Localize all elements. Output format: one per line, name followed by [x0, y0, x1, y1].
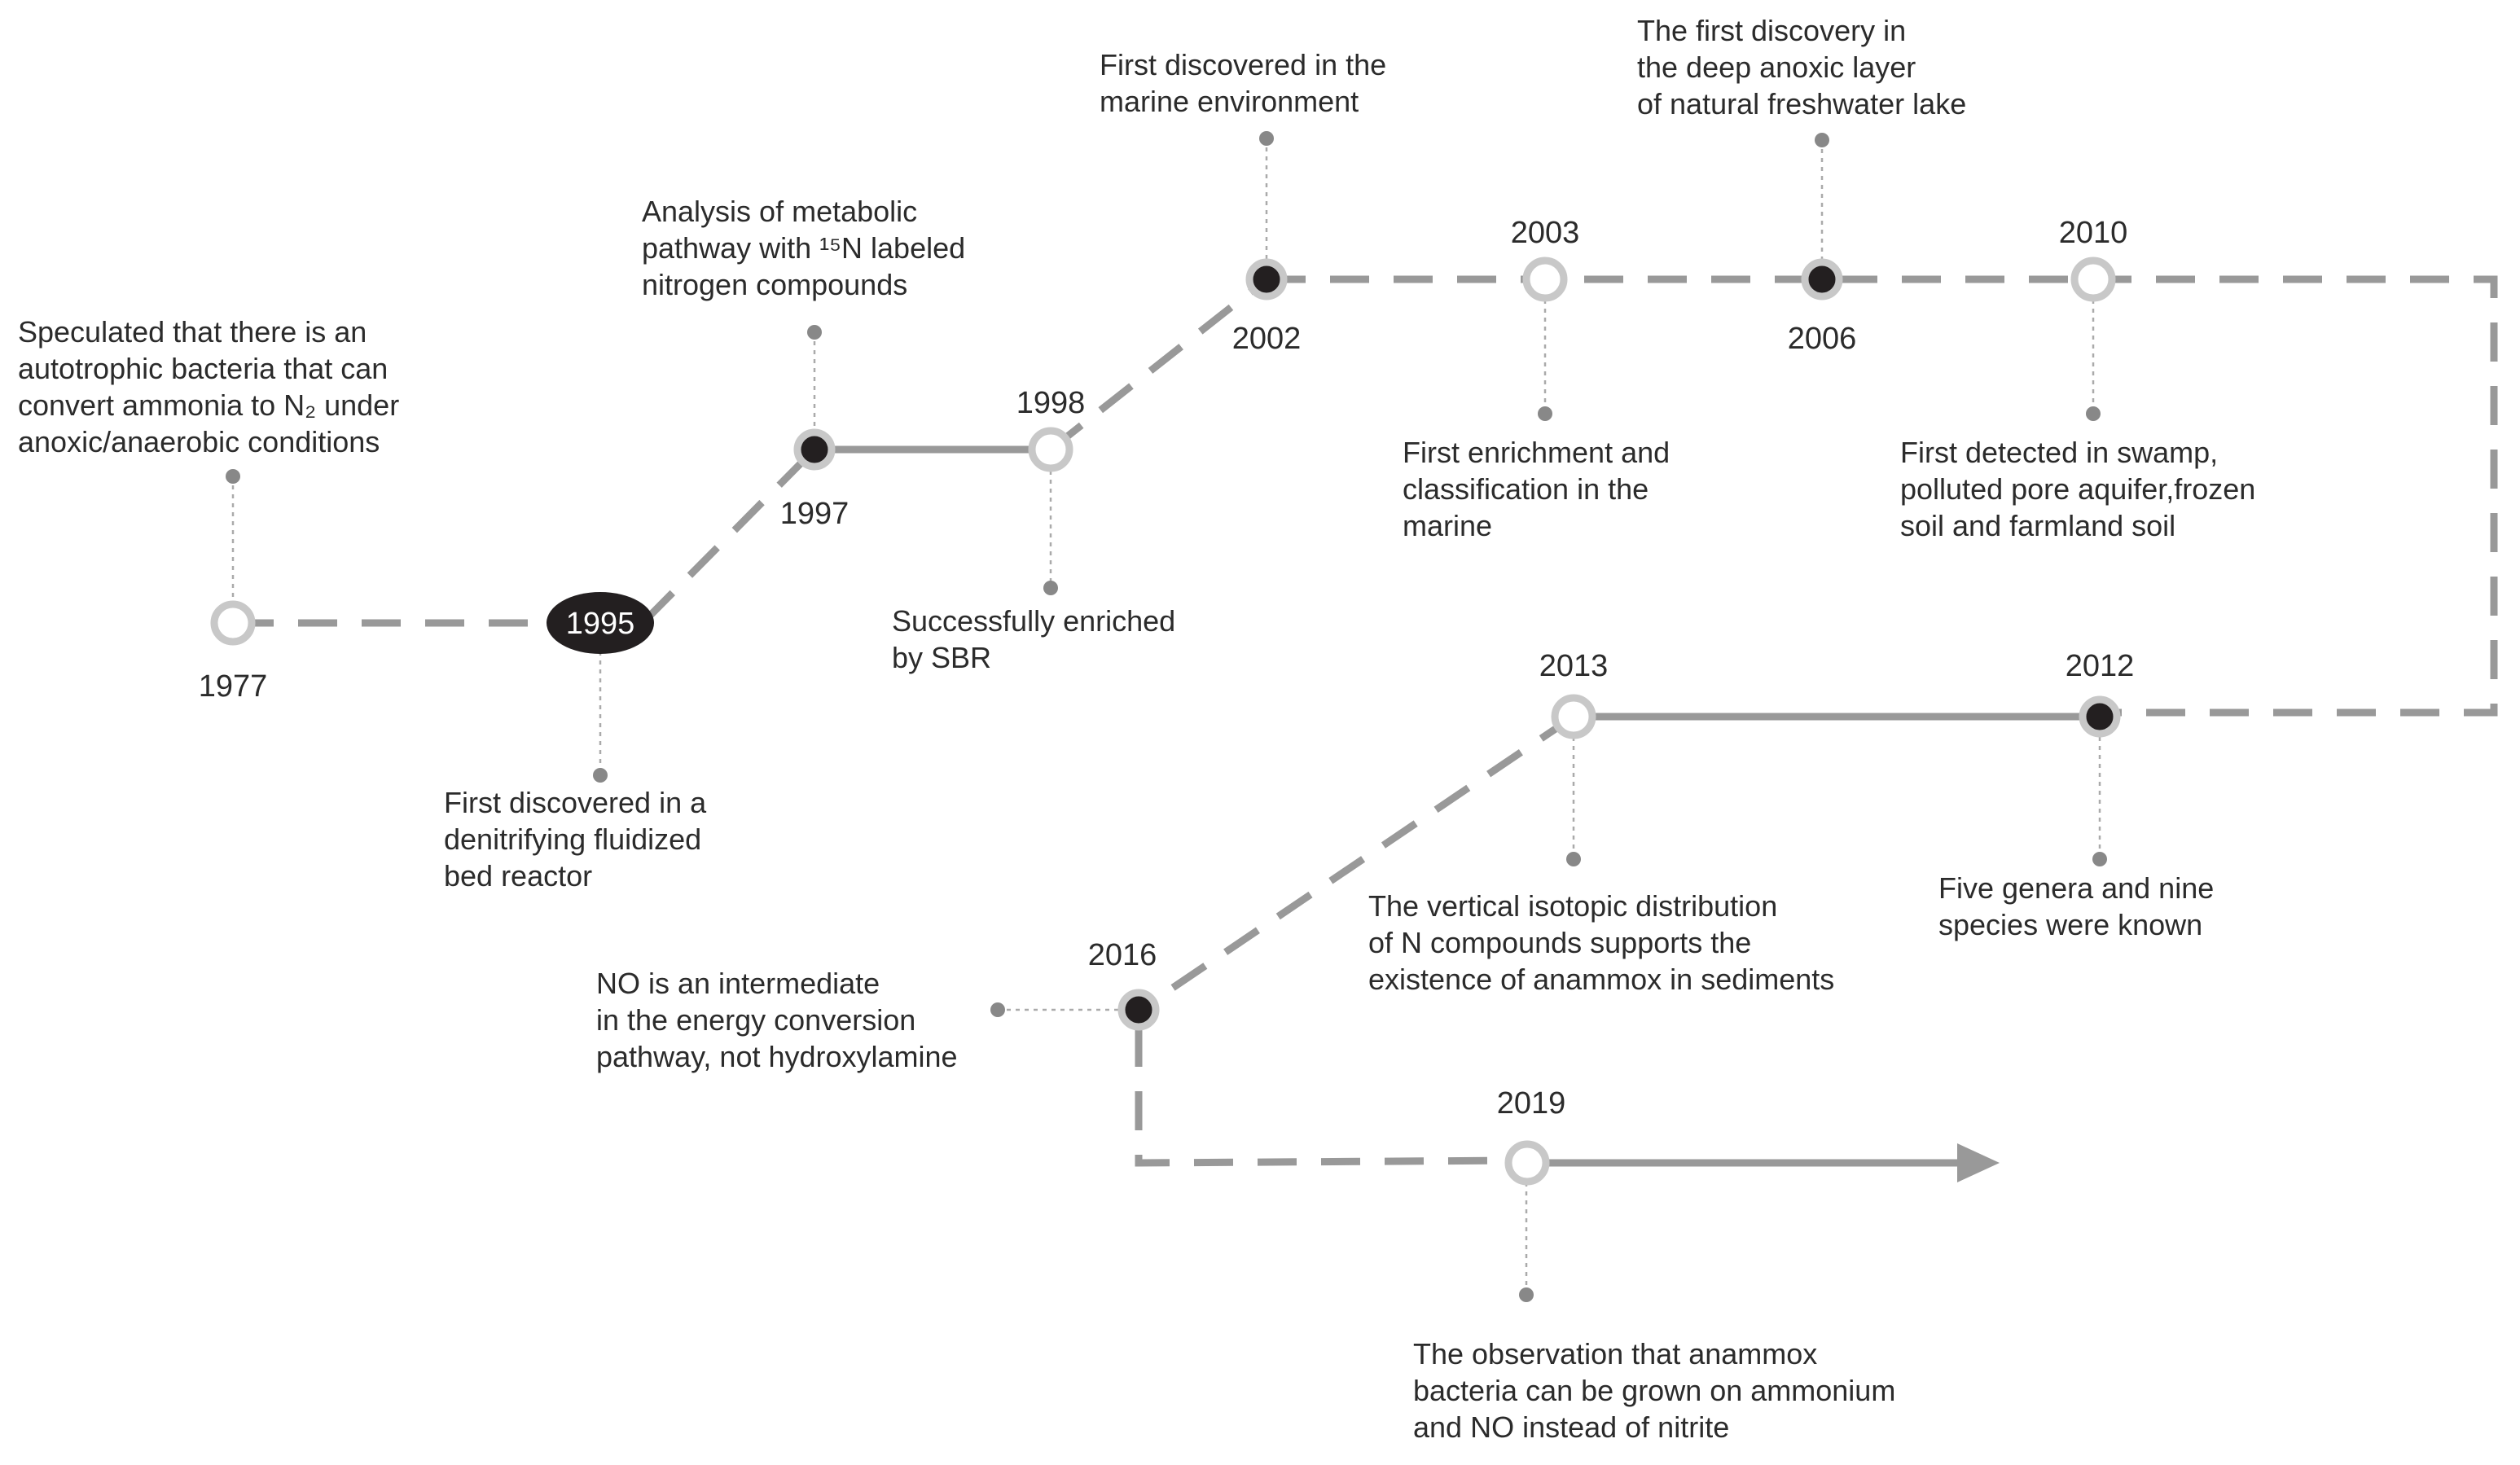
- pin-2010: [2086, 406, 2101, 421]
- description-1995: First discovered in a denitrifying fluid…: [444, 786, 714, 893]
- node-2013: [1551, 694, 1596, 739]
- leader-lines: [226, 131, 2107, 1302]
- description-1977: Speculated that there is an autotrophic …: [18, 315, 407, 458]
- segment-1995-1997: [642, 446, 818, 624]
- pin-1977: [226, 469, 240, 484]
- year-labels: 1977 1995 1997 1998 2002 2003 2006 2010 …: [199, 216, 2135, 1121]
- year-label-2002: 2002: [1232, 322, 1302, 356]
- node-2002: [1245, 258, 1288, 300]
- year-label-2006: 2006: [1788, 322, 1857, 356]
- year-label-1998: 1998: [1016, 386, 1086, 420]
- year-label-1995: 1995: [566, 607, 635, 641]
- pin-2019: [1519, 1287, 1534, 1302]
- description-2013: The vertical isotopic distribution of N …: [1368, 889, 1834, 996]
- description-1998: Successfully enriched by SBR: [892, 604, 1183, 674]
- pin-2016: [990, 1002, 1005, 1017]
- description-2012: Five genera and nine species were known: [1938, 871, 2222, 941]
- timeline-path: [235, 275, 2498, 1182]
- segment-1998-2002: [1048, 276, 1269, 453]
- year-label-1997: 1997: [780, 497, 850, 531]
- year-label-2016: 2016: [1088, 938, 1157, 972]
- pin-1995: [593, 768, 608, 783]
- timeline-nodes: [210, 257, 2121, 1186]
- node-2006: [1801, 258, 1843, 300]
- pin-2002: [1259, 131, 1274, 146]
- node-1997: [793, 428, 836, 471]
- node-2016: [1117, 989, 1160, 1031]
- node-2003: [1522, 257, 1568, 302]
- pin-2003: [1538, 406, 1552, 421]
- pin-1997: [807, 325, 822, 340]
- pin-1998: [1043, 581, 1058, 595]
- pin-2006: [1815, 133, 1829, 147]
- description-2019: The observation that anammox bacteria ca…: [1413, 1337, 1903, 1444]
- node-2012: [2079, 695, 2121, 738]
- pin-2013: [1566, 852, 1581, 866]
- segment-2013-2016: [1138, 713, 1576, 1013]
- node-1977: [210, 600, 256, 646]
- year-label-2019: 2019: [1497, 1086, 1566, 1121]
- description-2002: First discovered in the marine environme…: [1100, 48, 1394, 118]
- node-1998: [1028, 427, 1073, 472]
- description-2006: The first discovery in the deep anoxic l…: [1637, 14, 1966, 121]
- year-label-1977: 1977: [199, 669, 268, 704]
- description-2010: First detected in swamp, polluted pore a…: [1900, 436, 2263, 542]
- year-label-2013: 2013: [1539, 649, 1609, 683]
- description-1997: Analysis of metabolic pathway with ¹⁵N l…: [642, 195, 973, 301]
- segment-2002-2012-loop: [1267, 275, 2498, 717]
- node-1995: [547, 592, 654, 654]
- description-2003: First enrichment and classification in t…: [1403, 436, 1678, 542]
- pin-2012: [2092, 852, 2107, 866]
- node-2010: [2070, 257, 2116, 302]
- arrowhead-icon: [1957, 1143, 2000, 1182]
- event-descriptions: Speculated that there is an autotrophic …: [18, 14, 2263, 1444]
- segment-2016-2019: [1135, 1028, 1528, 1167]
- description-2016: NO is an intermediate in the energy conv…: [596, 967, 958, 1073]
- year-label-2012: 2012: [2066, 649, 2135, 683]
- year-label-2003: 2003: [1511, 216, 1580, 250]
- node-2019: [1504, 1140, 1550, 1186]
- year-label-2010: 2010: [2059, 216, 2128, 250]
